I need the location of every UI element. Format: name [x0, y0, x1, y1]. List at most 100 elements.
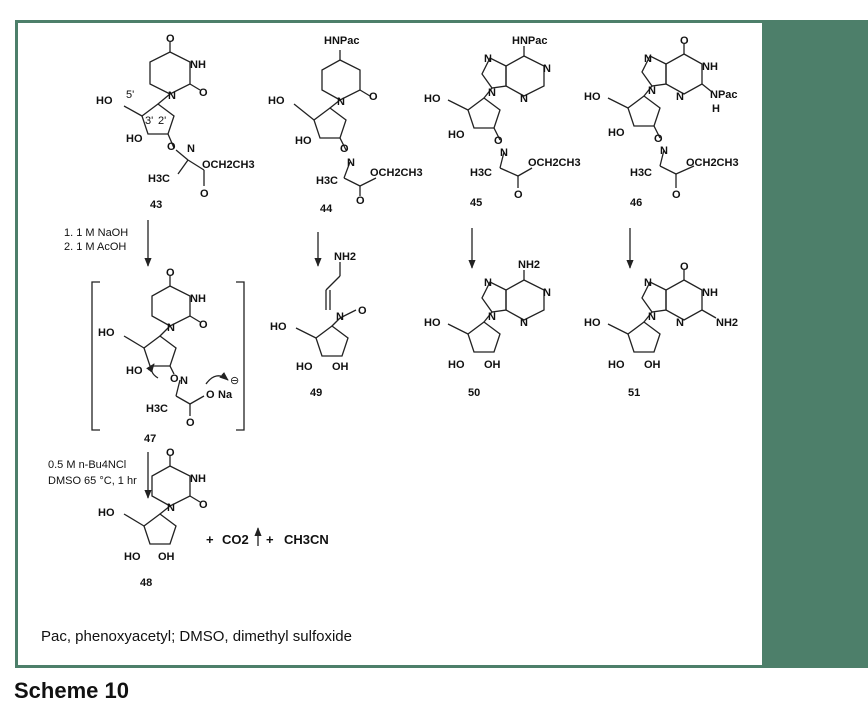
atom-label: O [166, 267, 175, 279]
atom-label: O [672, 189, 681, 201]
atom-label: HO [296, 361, 313, 373]
atom-label: NH [190, 473, 206, 485]
atom-label: OH [332, 361, 349, 373]
atom-label: OCH2CH3 [686, 157, 739, 169]
atom-label: HO [584, 91, 601, 103]
acetonitrile-label: CH3CN [284, 532, 329, 547]
atom-label: HO [268, 95, 285, 107]
atom-label: HO [124, 551, 141, 563]
compound-number: 47 [144, 433, 156, 445]
atom-label: O [199, 499, 208, 511]
atom-label: HO [126, 365, 143, 377]
atom-label: H3C [470, 167, 492, 179]
atom-label: N [180, 375, 188, 387]
atom-label: HO [608, 127, 625, 139]
compound-48: O NH O N HO HO OH 48 [98, 447, 208, 589]
atom-label: HO [424, 93, 441, 105]
atom-label: O [199, 319, 208, 331]
atom-label: HO [270, 321, 287, 333]
atom-label: O [514, 189, 523, 201]
compound-number: 49 [310, 387, 322, 399]
compound-47: O NH O N HO HO O N H3C O Na ⊖ O 47 [91, 267, 245, 445]
atom-label: O [356, 195, 365, 207]
atom-label: N [168, 90, 176, 102]
atom-label: H3C [148, 173, 170, 185]
atom-label: N [543, 287, 551, 299]
atom-label: NH [702, 287, 718, 299]
atom-label: O [170, 373, 179, 385]
atom-label: HO [448, 359, 465, 371]
atom-label: HO [584, 317, 601, 329]
atom-label: N [488, 87, 496, 99]
compound-number: 44 [320, 203, 333, 215]
atom-label: O [654, 133, 663, 145]
atom-label: OH [158, 551, 175, 563]
atom-label: O [167, 141, 176, 153]
atom-label: Na [218, 389, 233, 401]
compound-46: O N NH N N NPac H HO HO O N H3C OCH2CH3 … [584, 35, 739, 209]
atom-label: NH2 [334, 251, 356, 263]
atom-label: HO [126, 133, 143, 145]
atom-label: ⊖ [230, 375, 239, 387]
atom-label: N [167, 322, 175, 334]
atom-label: O [166, 33, 175, 45]
atom-label: O [199, 87, 208, 99]
compound-43: O NH O N HO 5' 3' 2' HO O N H3C OCH2CH3 … [96, 33, 255, 211]
atom-label: HO [295, 135, 312, 147]
atom-label: NH [190, 293, 206, 305]
compound-44: HNPac O N HO HO O N H3C OCH2CH3 O 44 [268, 35, 423, 215]
compound-number: 45 [470, 197, 482, 209]
atom-label: HO [448, 129, 465, 141]
atom-label: N [488, 311, 496, 323]
atom-label: N [676, 91, 684, 103]
atom-label: H3C [146, 403, 168, 415]
atom-label: NH [190, 59, 206, 71]
compound-number: 51 [628, 387, 640, 399]
atom-label: N [520, 93, 528, 105]
footnote: Pac, phenoxyacetyl; DMSO, dimethyl sulfo… [41, 628, 352, 645]
atom-label: N [500, 147, 508, 159]
atom-label: O [369, 91, 378, 103]
condition-step3a: 0.5 M n-Bu4NCl [48, 459, 126, 471]
compound-number: 43 [150, 199, 162, 211]
compound-50: NH2 N N N N HO HO OH 50 [424, 259, 551, 399]
atom-label: HO [96, 95, 113, 107]
compound-number: 46 [630, 197, 642, 209]
atom-label: O [358, 305, 367, 317]
atom-label: 5' [126, 89, 134, 101]
compound-number: 48 [140, 577, 152, 589]
byproducts: + CO2 + CH3CN [206, 527, 329, 547]
atom-label: HO [608, 359, 625, 371]
atom-label: N [648, 311, 656, 323]
scheme-panel [18, 23, 762, 665]
atom-label: O [186, 417, 195, 429]
compound-45: HNPac N N N N HO HO O N H3C OCH2CH3 O 45 [424, 35, 581, 209]
atom-label: N [167, 502, 175, 514]
atom-label: NH [702, 61, 718, 73]
atom-label: N [644, 53, 652, 65]
atom-label: H [712, 103, 720, 115]
atom-label: OCH2CH3 [370, 167, 423, 179]
atom-label: NH2 [716, 317, 738, 329]
atom-label: OCH2CH3 [202, 159, 255, 171]
condition-step2: 2. 1 M AcOH [64, 241, 126, 253]
atom-label: 3' [145, 115, 153, 127]
atom-label: N [644, 277, 652, 289]
atom-label: OH [484, 359, 501, 371]
atom-label: N [543, 63, 551, 75]
atom-label: N [187, 143, 195, 155]
atom-label: O [166, 447, 175, 459]
atom-label: N [336, 311, 344, 323]
atom-label: O [494, 135, 503, 147]
compound-number: 50 [468, 387, 480, 399]
atom-label: N [347, 157, 355, 169]
scheme-title: Scheme 10 [14, 678, 129, 703]
condition-step3b: DMSO 65 °C, 1 hr [48, 475, 137, 487]
atom-label: H3C [316, 175, 338, 187]
atom-label: HNPac [512, 35, 547, 47]
plus-sign: + [206, 532, 214, 547]
atom-label: NH2 [518, 259, 540, 271]
atom-label: N [520, 317, 528, 329]
atom-label: OH [644, 359, 661, 371]
plus-sign: + [266, 532, 274, 547]
